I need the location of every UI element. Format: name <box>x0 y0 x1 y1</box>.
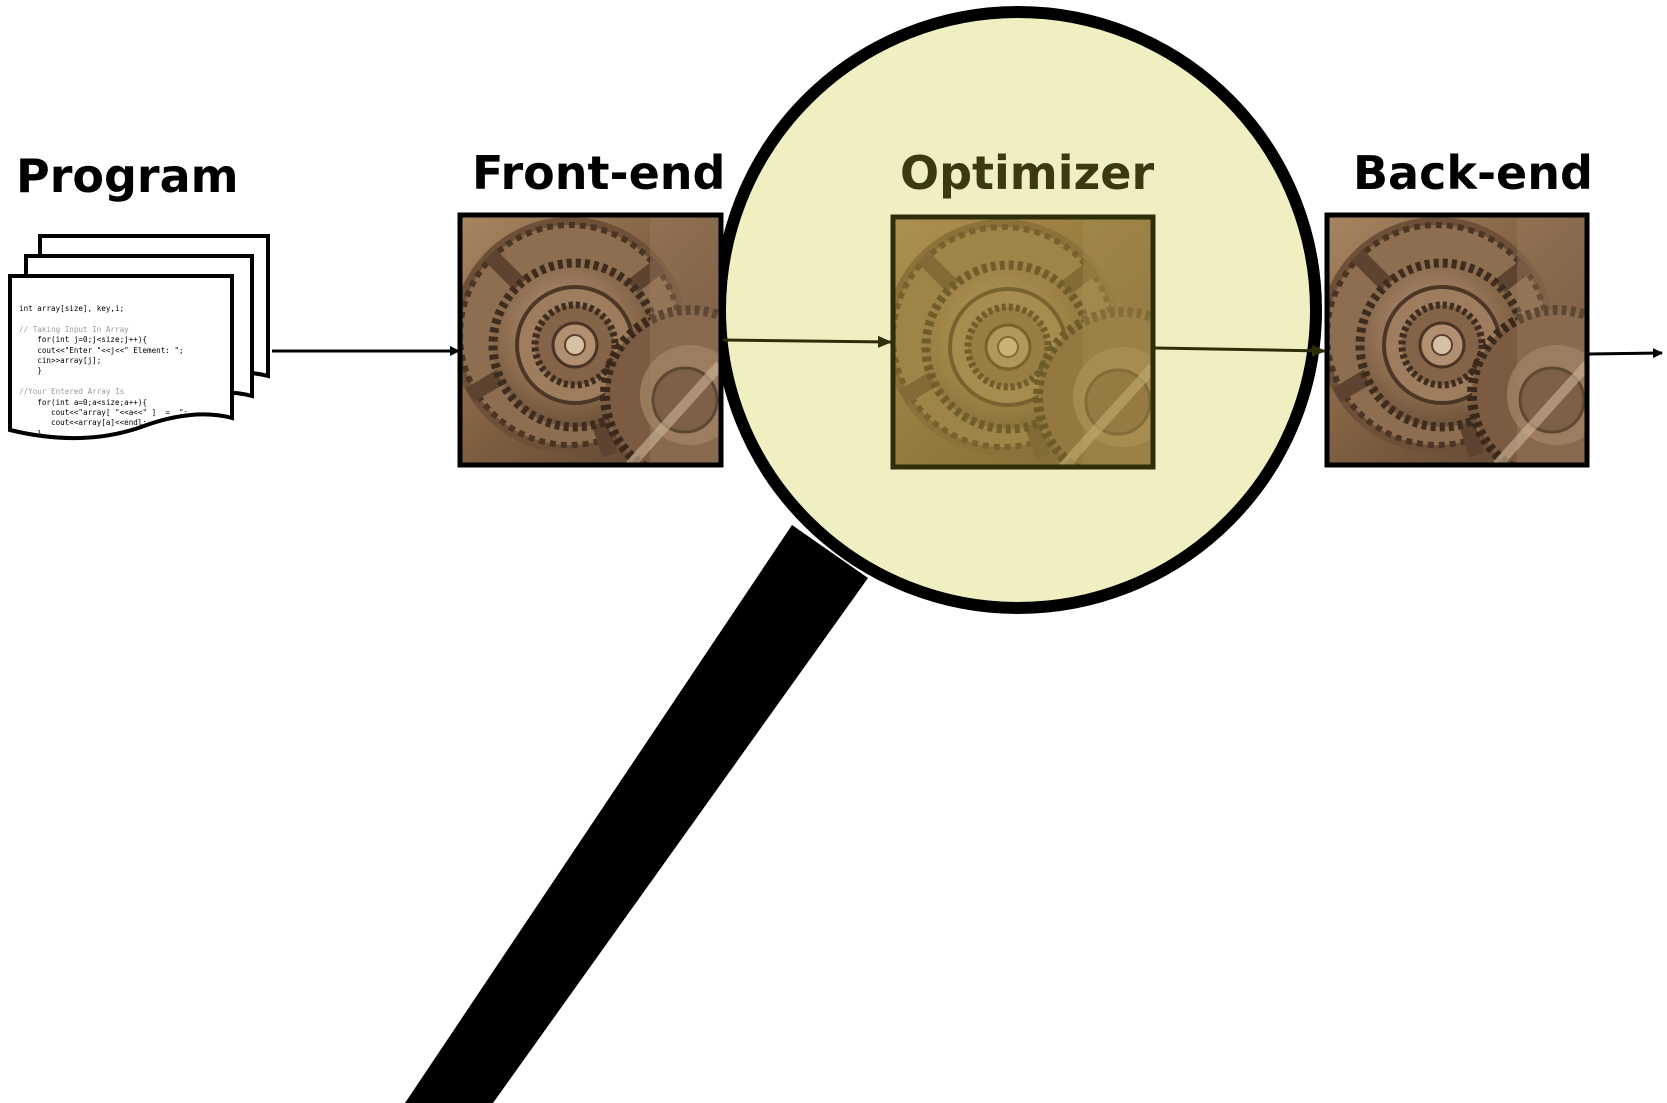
magnifier-handle <box>405 525 868 1103</box>
code-line: // Taking Input In Array <box>19 325 188 335</box>
code-line: } <box>19 366 188 376</box>
arrow-backend-output <box>1589 353 1662 354</box>
code-line: cout<<array[a]<<endl; <box>19 418 188 428</box>
backend-gears-image <box>1319 215 1642 480</box>
code-line: cout<<"array[ "<<a<<" ] = "; <box>19 408 188 418</box>
code-line <box>19 314 188 324</box>
code-text: int array[size], key,i; // Taking Input … <box>19 304 188 436</box>
code-line: } <box>19 429 188 436</box>
arrow-frontend-to-optimizer <box>723 340 891 342</box>
code-line <box>19 377 188 387</box>
code-snippet: int array[size], key,i; // Taking Input … <box>10 276 230 436</box>
program-label: Program <box>16 153 239 199</box>
code-line: for(int a=0;a<size;a++){ <box>19 398 188 408</box>
code-line: int array[size], key,i; <box>19 304 188 314</box>
code-line: cin>>array[j]; <box>19 356 188 366</box>
code-line: cout<<"Enter "<<j<<" Element: "; <box>19 346 188 356</box>
backend-label: Back-end <box>1353 150 1593 196</box>
optimizer-label: Optimizer <box>900 150 1154 196</box>
code-line: for(int j=0;j<size;j++){ <box>19 335 188 345</box>
code-line: //Your Entered Array Is <box>19 387 188 397</box>
frontend-label: Front-end <box>472 150 725 196</box>
